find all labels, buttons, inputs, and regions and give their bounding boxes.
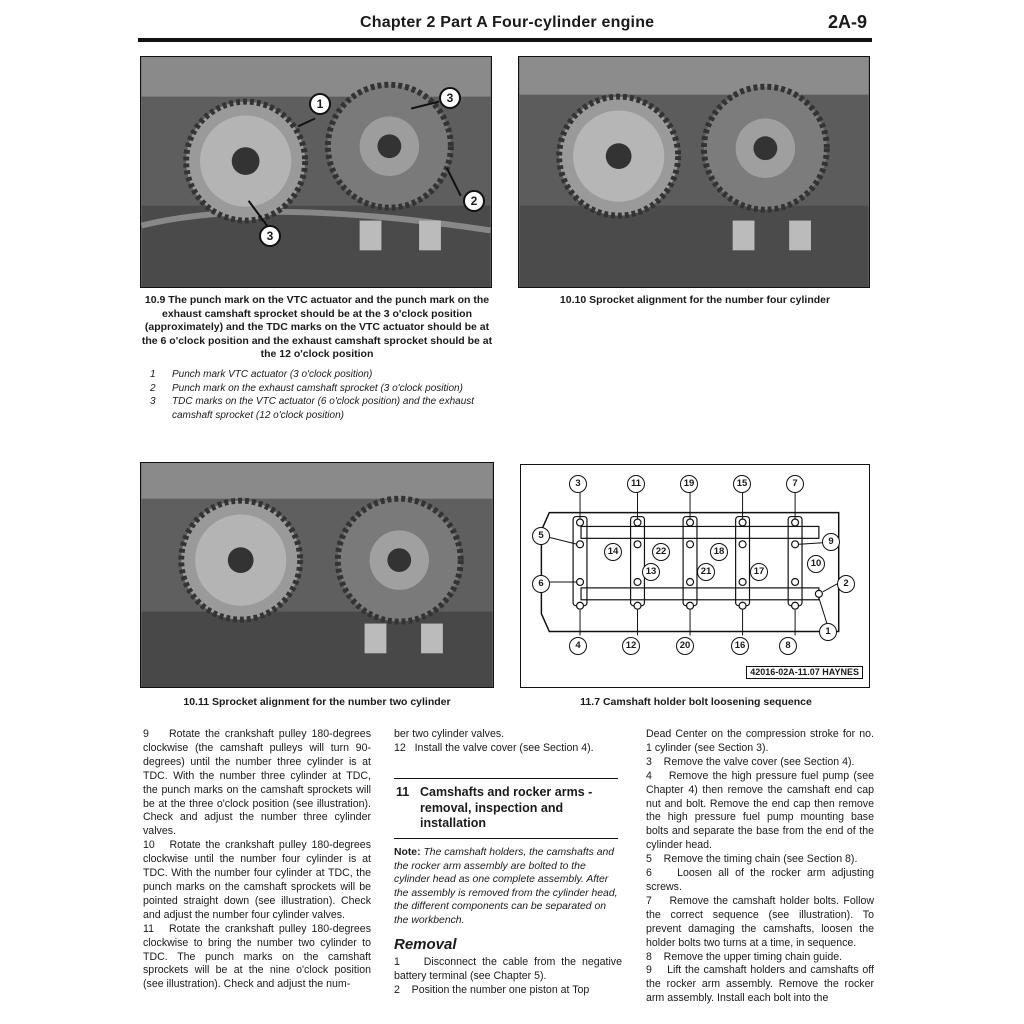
bolt-number-label: 1 <box>819 623 837 641</box>
bolt-number-label: 8 <box>779 637 797 655</box>
bolt-number-label: 19 <box>680 475 698 493</box>
paragraph: 1 Disconnect the cable from the negative… <box>394 956 622 982</box>
photo-legend: 1 Punch mark VTC actuator (3 o'clock pos… <box>150 368 490 422</box>
photo-fig-10-11 <box>140 462 494 688</box>
engine-photo-sprockets <box>519 57 869 287</box>
diagram-figure-code: 42016-02A-11.07 HAYNES <box>746 666 863 679</box>
chapter-title: Chapter 2 Part A Four-cylinder engine <box>360 14 655 31</box>
bolt-number-label: 2 <box>837 575 855 593</box>
body-column-2-top: ber two cylinder valves. 12 Install the … <box>394 728 622 756</box>
caption-fig-10-11: 10.11 Sprocket alignment for the number … <box>183 696 451 708</box>
bolt-number-label: 21 <box>697 563 715 581</box>
bolt-number-label: 18 <box>710 543 728 561</box>
body-column-3: Dead Center on the compression stroke fo… <box>646 728 874 1006</box>
body-column-1: 9 Rotate the crankshaft pulley 180-degre… <box>143 728 371 992</box>
paragraph: 7 Remove the camshaft holder bolts. Foll… <box>646 894 874 949</box>
paragraph: 11 Rotate the crankshaft pulley 180-degr… <box>143 922 371 991</box>
section-title: Camshafts and rocker arms - removal, ins… <box>420 785 593 830</box>
bolt-number-label: 3 <box>569 475 587 493</box>
bolt-number-label: 9 <box>822 533 840 551</box>
callout-3-bottom: 3 <box>259 225 281 247</box>
paragraph: 5 Remove the timing chain (see Section 8… <box>646 853 858 866</box>
note-label: Note: <box>394 847 421 858</box>
bolt-number-label: 12 <box>622 637 640 655</box>
bolt-number-label: 5 <box>532 527 550 545</box>
note-block: Note: The camshaft holders, the camshaft… <box>394 846 622 927</box>
paragraph: 10 Rotate the crankshaft pulley 180-degr… <box>143 839 371 921</box>
legend-item: 1 Punch mark VTC actuator (3 o'clock pos… <box>150 369 373 380</box>
bolt-number-label: 7 <box>786 475 804 493</box>
paragraph: 4 Remove the high pressure fuel pump (se… <box>646 769 874 852</box>
callout-3-top: 3 <box>439 87 461 109</box>
page-number: 2A-9 <box>828 12 868 32</box>
camshaft-holder-diagram: 42016-02A-11.07 HAYNES <box>520 464 870 688</box>
bolt-number-label: 20 <box>676 637 694 655</box>
note-text: The camshaft holders, the camshafts and … <box>394 847 618 926</box>
legend-item: 3 TDC marks on the VTC actuator (6 o'clo… <box>150 396 475 421</box>
caption-fig-10-10: 10.10 Sprocket alignment for the number … <box>559 294 831 306</box>
paragraph: 2 Position the number one piston at Top <box>394 983 590 996</box>
photo-fig-10-9: 1 3 2 3 <box>140 56 492 288</box>
engine-photo-sprockets <box>141 57 491 287</box>
bolt-number-label: 15 <box>733 475 751 493</box>
paragraph: 3 Remove the valve cover (see Section 4)… <box>646 755 855 768</box>
bolt-number-label: 6 <box>532 575 550 593</box>
legend-item: 2 Punch mark on the exhaust camshaft spr… <box>150 382 463 394</box>
photo-fig-10-10 <box>518 56 870 288</box>
callout-1: 1 <box>309 93 331 115</box>
section-number: 11 <box>396 785 410 799</box>
paragraph: ber two cylinder valves. <box>394 728 505 740</box>
paragraph: 6 Loosen all of the rocker arm adjusting… <box>646 867 874 893</box>
caption-fig-10-9: 10.9 The punch mark on the VTC actuator … <box>141 294 493 360</box>
bolt-number-label: 14 <box>604 543 622 561</box>
paragraph: 8 Remove the upper timing chain guide. <box>646 950 843 963</box>
caption-fig-11-7: 11.7 Camshaft holder bolt loosening sequ… <box>580 696 812 708</box>
callout-2: 2 <box>463 190 485 212</box>
paragraph: Dead Center on the compression stroke fo… <box>646 728 874 754</box>
subheading-removal: Removal <box>394 936 457 953</box>
engine-photo-sprockets <box>141 463 493 687</box>
bolt-number-label: 11 <box>627 475 645 493</box>
bolt-number-label: 17 <box>750 563 768 581</box>
bolt-number-label: 16 <box>731 637 749 655</box>
bolt-sequence-diagram <box>540 492 841 636</box>
bolt-number-label: 22 <box>652 543 670 561</box>
paragraph: 9 Rotate the crankshaft pulley 180-degre… <box>143 728 371 838</box>
paragraph: 12 Install the valve cover (see Section … <box>394 741 594 754</box>
body-column-2-bottom: 1 Disconnect the cable from the negative… <box>394 956 622 998</box>
paragraph: 9 Lift the camshaft holders and camshaft… <box>646 964 874 1005</box>
bolt-number-label: 13 <box>642 563 660 581</box>
section-heading: 11 Camshafts and rocker arms - removal, … <box>394 778 618 839</box>
bolt-number-label: 10 <box>807 555 825 573</box>
header-rule <box>138 38 872 42</box>
bolt-number-label: 4 <box>569 637 587 655</box>
